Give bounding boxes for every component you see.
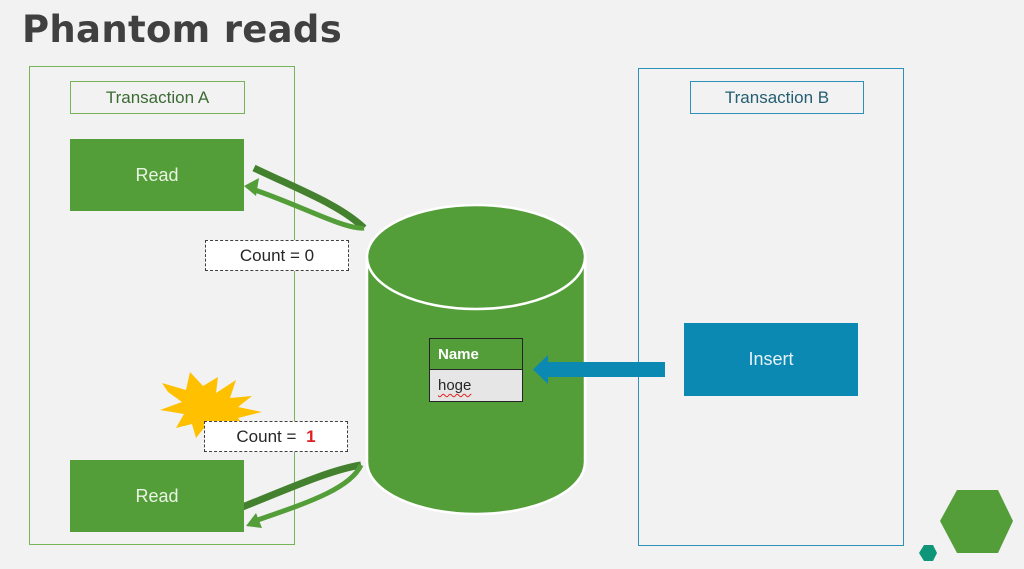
count-prefix: Count = bbox=[236, 426, 302, 446]
database-table: Name hoge bbox=[429, 338, 523, 402]
transaction-a-panel bbox=[29, 66, 295, 545]
read-step-2: Read bbox=[70, 460, 244, 532]
count-value: 0 bbox=[304, 245, 315, 265]
read-arrow-bottom-icon bbox=[238, 461, 364, 528]
hexagon-large-icon bbox=[940, 490, 1013, 553]
count-prefix: Count = bbox=[239, 245, 305, 265]
insert-arrow-icon bbox=[533, 355, 665, 384]
count-result-first: Count = 0 bbox=[205, 240, 349, 271]
transaction-b-label: Transaction B bbox=[690, 81, 864, 114]
transaction-b-panel bbox=[638, 68, 904, 546]
count-value-highlighted: 1 bbox=[306, 426, 316, 446]
hexagon-small-icon bbox=[919, 545, 937, 561]
table-row: hoge bbox=[430, 370, 522, 401]
table-header-name: Name bbox=[430, 339, 522, 370]
insert-step: Insert bbox=[684, 323, 858, 396]
read-arrow-top-icon bbox=[244, 164, 367, 231]
read-step-1: Read bbox=[70, 139, 244, 211]
transaction-a-label: Transaction A bbox=[70, 81, 245, 114]
table-cell: hoge bbox=[438, 377, 472, 394]
slide-title: Phantom reads bbox=[22, 8, 343, 51]
count-result-second: Count = 1 bbox=[204, 421, 348, 452]
